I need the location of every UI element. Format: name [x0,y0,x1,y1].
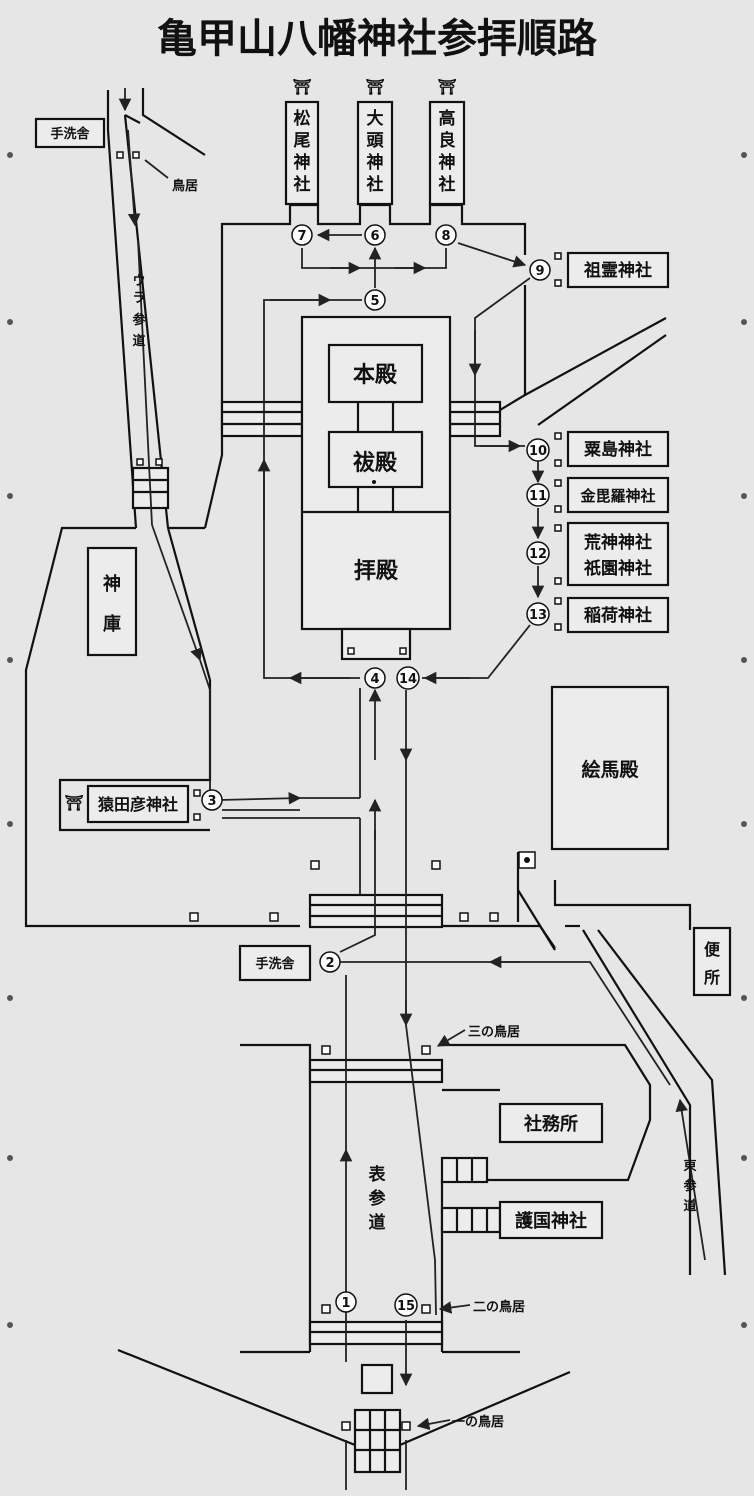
route-stop[interactable]: 2 [319,951,341,973]
route-stop[interactable]: 12 [526,541,550,565]
svg-text:猿田彦神社: 猿田彦神社 [97,795,178,814]
haiden-label: 拝殿 [354,558,399,584]
temizuya-top[interactable]: 手洗舎 [34,117,106,149]
shrine-koura[interactable]: ⛩ 高良神社 [428,78,466,206]
torii-1-label: 一の鳥居 [452,1414,504,1430]
route-stop[interactable]: 7 [291,224,313,246]
route-stop[interactable]: 5 [364,289,386,311]
svg-text:9: 9 [535,264,544,279]
shrine-inari[interactable]: 稲荷神社 [566,596,670,634]
shrine-konpira[interactable]: 金毘羅神社 [566,476,670,514]
svg-text:7: 7 [297,229,306,244]
route-stop[interactable]: 8 [435,224,457,246]
svg-text:粟島神社: 粟島神社 [584,439,652,460]
svg-text:5: 5 [370,294,379,309]
route-stop[interactable]: 9 [529,259,551,281]
torii-icon: ⛩ [64,794,83,812]
shrine-daito[interactable]: ⛩ 大頭神社 [356,78,394,206]
route-stop[interactable]: 6 [364,224,386,246]
svg-text:稲荷神社: 稲荷神社 [584,605,652,626]
main-sanctuary: 本殿 祓殿 拝殿 [300,315,452,661]
restroom[interactable]: 便所 [692,926,732,997]
route-stop[interactable]: 1 [335,1291,357,1313]
svg-text:手洗舎: 手洗舎 [50,126,90,142]
route-arrows [118,88,706,1490]
shrine-kurashima[interactable]: 粟島神社 [566,430,670,468]
higashi-sando-label: 東参道 [683,1158,697,1214]
svg-text:1: 1 [341,1296,350,1311]
torii-posts [116,151,562,1431]
svg-text:13: 13 [529,608,547,623]
torii-icon: ⛩ [292,78,311,96]
route-stop[interactable]: 14 [396,666,420,690]
svg-text:8: 8 [441,229,450,244]
svg-text:14: 14 [399,672,417,687]
omote-sando-label: 表参道 [369,1164,387,1233]
svg-text:12: 12 [529,547,547,562]
svg-text:6: 6 [370,229,379,244]
emaden[interactable]: 絵馬殿 [550,685,670,851]
shamusho[interactable]: 社務所 [498,1102,604,1144]
svg-text:10: 10 [529,444,547,459]
svg-text:護国神社: 護国神社 [515,1210,587,1232]
svg-text:4: 4 [370,672,379,687]
svg-text:手洗舎: 手洗舎 [255,956,295,972]
shrine-koura-label: 高良神社 [438,108,456,195]
honden-label: 本殿 [353,362,398,388]
svg-text:祖霊神社: 祖霊神社 [583,260,652,281]
shrine-kojin-label: 荒神神社 [583,532,652,553]
svg-text:11: 11 [529,489,547,504]
shrine-matsuo[interactable]: ⛩ 松尾神社 [284,78,320,206]
torii-icon: ⛩ [437,78,456,96]
shinko[interactable]: 神庫 [86,546,138,657]
haraiden-label: 祓殿 [353,450,398,476]
shrine-sorei[interactable]: 祖霊神社 [566,251,670,289]
shrine-daito-label: 大頭神社 [366,108,385,195]
map-title: 亀甲山八幡神社参拝順路 [157,15,598,62]
board-bolts [7,152,747,1328]
path-labels: 鳥居 ウラ参道 表参道 東参道 三の鳥居 二の鳥居 一の鳥居 [132,159,697,1431]
svg-text:社務所: 社務所 [524,1113,578,1135]
torii-icon: ⛩ [365,78,384,96]
shrine-sarutahiko[interactable]: ⛩ 猿田彦神社 [64,784,190,824]
torii-ura-label: 鳥居 [172,178,198,194]
route-stop[interactable]: 3 [201,789,223,811]
shrine-kojin-gion[interactable]: 荒神神社 祇園神社 [566,521,670,587]
svg-text:絵馬殿: 絵馬殿 [581,758,639,781]
route-stop[interactable]: 4 [364,667,386,689]
temizuya-main[interactable]: 手洗舎 [238,944,312,982]
shrine-gokoku[interactable]: 護国神社 [498,1200,604,1240]
shinko-label: 神庫 [103,573,121,635]
svg-text:2: 2 [325,956,334,971]
torii-3-label: 三の鳥居 [468,1024,520,1040]
restroom-label: 便所 [704,940,721,987]
flag-icon [516,851,536,922]
route-stops: 1 2 3 4 5 6 7 8 9 10 11 12 13 14 15 [201,224,551,1317]
route-stop[interactable]: 10 [526,438,550,462]
route-stop[interactable]: 11 [526,483,550,507]
shrine-gion-label: 祇園神社 [583,558,652,579]
ura-sando-label: ウラ参道 [132,274,146,349]
precinct-walls [24,88,727,1447]
svg-text:金毘羅神社: 金毘羅神社 [579,487,655,505]
route-stop[interactable]: 15 [394,1293,418,1317]
shrine-matsuo-label: 松尾神社 [293,108,311,195]
route-stop[interactable]: 13 [526,602,550,626]
svg-text:15: 15 [397,1299,415,1314]
torii-2-label: 二の鳥居 [473,1299,525,1315]
svg-text:3: 3 [207,794,216,809]
